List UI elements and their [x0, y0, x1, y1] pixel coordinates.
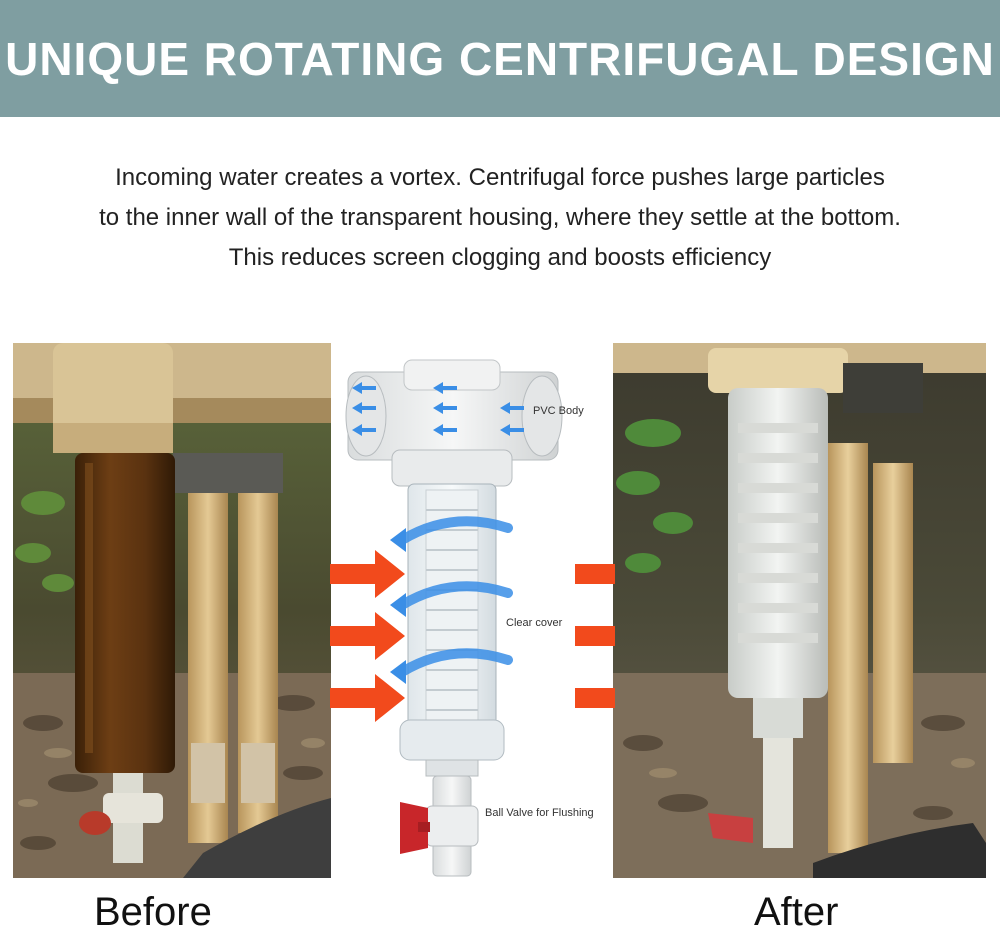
flow-arrows-body — [352, 382, 524, 436]
clear-housing — [399, 483, 505, 761]
before-caption: Before — [94, 890, 212, 934]
label-pvc-body: PVC Body — [533, 405, 584, 417]
before-photo — [13, 343, 331, 878]
description-line-3: This reduces screen clogging and boosts … — [228, 244, 772, 271]
label-clear-cover: Clear cover — [506, 617, 563, 629]
page-title: UNIQUE ROTATING CENTRIFUGAL DESIGN — [5, 32, 995, 85]
description: Incoming water creates a vortex. Centrif… — [0, 158, 1000, 278]
pvc-body — [345, 359, 563, 487]
label-ball-valve: Ball Valve for Flushing — [485, 807, 594, 819]
description-line-2: to the inner wall of the transparent hou… — [99, 204, 901, 231]
vortex-arrows — [397, 516, 513, 677]
filter-diagram: PVC Body Clear cover Ball Valve for Flus… — [330, 350, 615, 890]
after-caption: After — [754, 890, 839, 934]
inflow-arrows-left — [330, 550, 405, 722]
outflow-arrows-right — [575, 564, 615, 708]
header-banner: UNIQUE ROTATING CENTRIFUGAL DESIGN — [0, 0, 1000, 117]
ball-valve — [400, 759, 479, 877]
description-line-1: Incoming water creates a vortex. Centrif… — [115, 164, 885, 191]
after-photo — [613, 343, 986, 878]
